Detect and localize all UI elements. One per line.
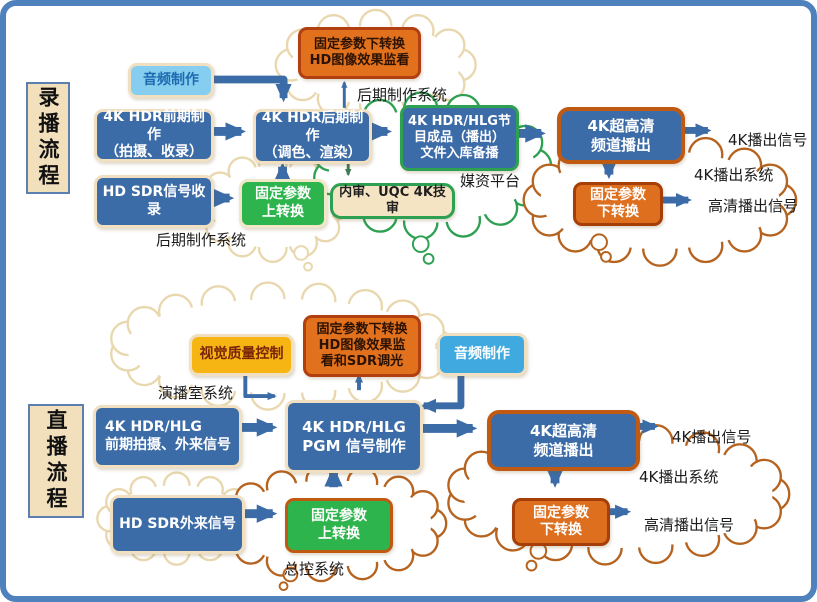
box-uhd-channel-broadcast-rec: 4K超高清 频道播出: [557, 107, 685, 164]
box-visual-quality-control: 视觉质量控制: [189, 334, 294, 376]
label-hd-output-signal-rec: 高清播出信号: [708, 197, 799, 215]
label-4k-broadcast-system-rec: 4K播出系统: [694, 166, 774, 184]
box-down-convert-rec: 固定参数 下转换: [573, 182, 663, 226]
arrow-audio-to-pgm: [420, 369, 465, 414]
box-down-convert-live: 固定参数 下转换: [512, 498, 610, 546]
section-label-recording: 录播流程: [26, 82, 70, 194]
box-up-convert-rec: 固定参数 上转换: [239, 179, 327, 228]
box-pgm-signal-production: 4K HDR/HLG PGM 信号制作: [285, 400, 423, 473]
arrow-audio-to-post: [211, 75, 292, 103]
arrow-vqc-to-pgm: [243, 370, 277, 401]
box-down-convert-monitor-rec: 固定参数下转换 HD图像效果监看: [298, 27, 421, 79]
label-4k-output-signal-live: 4K播出信号: [672, 428, 752, 446]
label-post-system-top: 后期制作系统: [357, 86, 448, 104]
label-4k-output-signal-rec: 4K播出信号: [728, 131, 808, 149]
label-post-system-bottom: 后期制作系统: [156, 231, 247, 249]
box-audio-production-rec: 音频制作: [128, 63, 214, 98]
label-hd-output-signal-live: 高清播出信号: [644, 516, 735, 534]
box-4k-hdr-pre-production: 4K HDR前期制作 （拍摄、收录）: [94, 109, 214, 162]
box-program-file-archive: 4K HDR/HLG节 目成品（播出） 文件入库备播: [400, 105, 519, 171]
label-master-control-system: 总控系统: [284, 560, 345, 578]
box-up-convert-live: 固定参数 上转换: [285, 498, 393, 553]
section-label-live: 直播流程: [28, 404, 84, 518]
box-4k-hdr-hlg-source: 4K HDR/HLG 前期拍摄、外来信号: [93, 405, 242, 468]
box-audio-production-live: 音频制作: [437, 333, 527, 376]
box-review-uqc: 内审、UQC 4K技审: [330, 183, 455, 219]
box-4k-hdr-post-production: 4K HDR后期制作 （调色、渲染）: [253, 109, 372, 164]
box-hd-sdr-ingest: HD SDR信号收录: [94, 175, 214, 228]
box-down-convert-monitor-live: 固定参数下转换 HD图像效果监 看和SDR调光: [303, 315, 421, 377]
label-studio-system: 演播室系统: [158, 384, 234, 402]
box-uhd-channel-broadcast-live: 4K超高清 频道播出: [487, 410, 640, 471]
label-media-platform: 媒资平台: [460, 172, 521, 190]
label-4k-broadcast-system-live: 4K播出系统: [639, 468, 719, 486]
box-hd-sdr-source: HD SDR外来信号: [110, 495, 245, 554]
